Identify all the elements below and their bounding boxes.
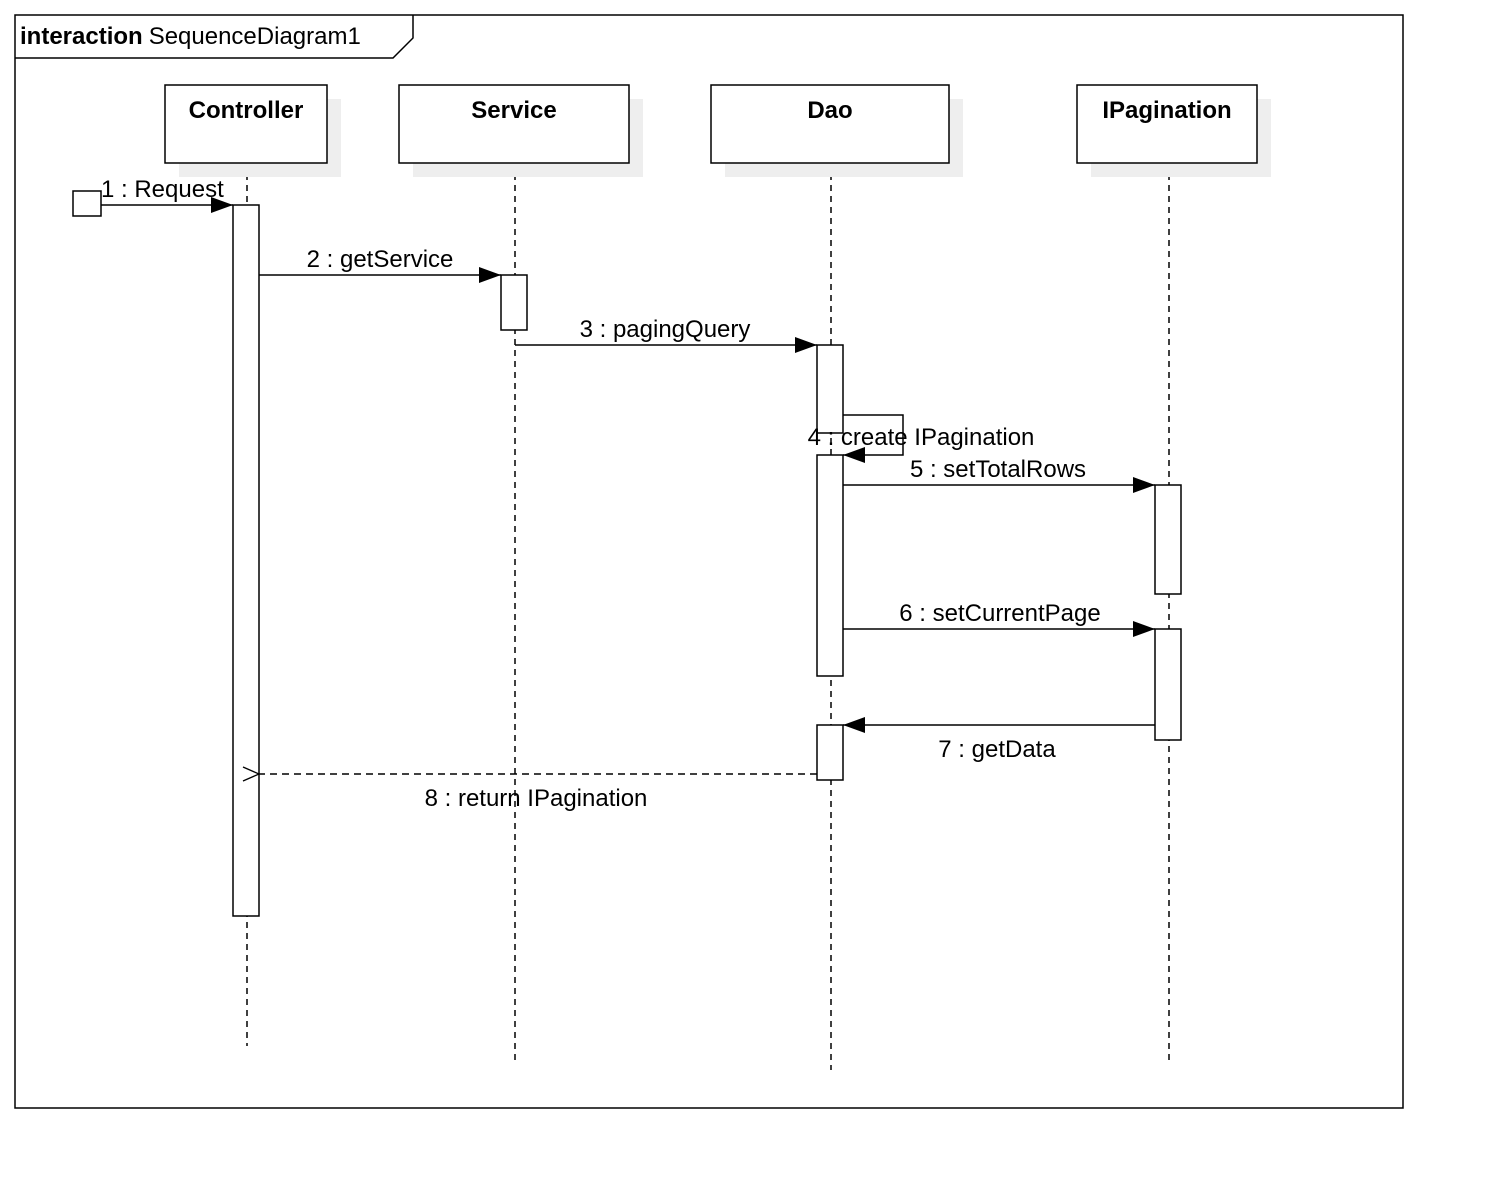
lifeline-service[interactable]: Service bbox=[398, 84, 643, 177]
message-label: 5 : setTotalRows bbox=[910, 456, 1086, 483]
message-return-ipagination[interactable]: 8 : return IPagination bbox=[242, 766, 817, 812]
lifeline-name: IPagination bbox=[1102, 97, 1231, 124]
message-label: 7 : getData bbox=[938, 736, 1056, 763]
lifeline-controller[interactable]: Controller bbox=[164, 84, 341, 177]
activation-dao-1 bbox=[816, 344, 844, 434]
message-label: 6 : setCurrentPage bbox=[899, 600, 1100, 627]
activation-controller bbox=[232, 204, 260, 917]
found-message-origin bbox=[72, 190, 102, 217]
frame-name: SequenceDiagram1 bbox=[149, 23, 361, 50]
frame-keyword: interaction bbox=[20, 23, 143, 50]
lifeline-name: Controller bbox=[189, 97, 304, 124]
lifeline-name: Dao bbox=[807, 97, 852, 124]
lifeline-ipagination[interactable]: IPagination bbox=[1076, 84, 1271, 177]
message-getdata[interactable]: 7 : getData bbox=[843, 717, 1155, 763]
message-getservice[interactable]: 2 : getService bbox=[259, 246, 501, 283]
message-setcurrentpage[interactable]: 6 : setCurrentPage bbox=[843, 600, 1155, 637]
lifeline-name: Service bbox=[471, 97, 556, 124]
message-request[interactable]: 1 : Request bbox=[72, 176, 233, 217]
activation-ipagination-1 bbox=[1154, 484, 1182, 595]
activation-service bbox=[500, 274, 528, 331]
message-create-ipagination[interactable]: 4 : create IPagination bbox=[808, 414, 1035, 463]
message-label: 4 : create IPagination bbox=[808, 424, 1035, 451]
activation-bars bbox=[232, 204, 1182, 917]
message-label: 1 : Request bbox=[101, 176, 224, 203]
message-settotalrows[interactable]: 5 : setTotalRows bbox=[843, 456, 1155, 493]
lifeline-dao[interactable]: Dao bbox=[710, 84, 963, 177]
activation-ipagination-2 bbox=[1154, 628, 1182, 741]
message-pagingquery[interactable]: 3 : pagingQuery bbox=[515, 316, 817, 353]
message-label: 2 : getService bbox=[307, 246, 454, 273]
activation-dao-2 bbox=[816, 454, 844, 677]
activation-dao-3 bbox=[816, 724, 844, 781]
message-label: 3 : pagingQuery bbox=[580, 316, 751, 343]
message-label: 8 : return IPagination bbox=[425, 785, 648, 812]
